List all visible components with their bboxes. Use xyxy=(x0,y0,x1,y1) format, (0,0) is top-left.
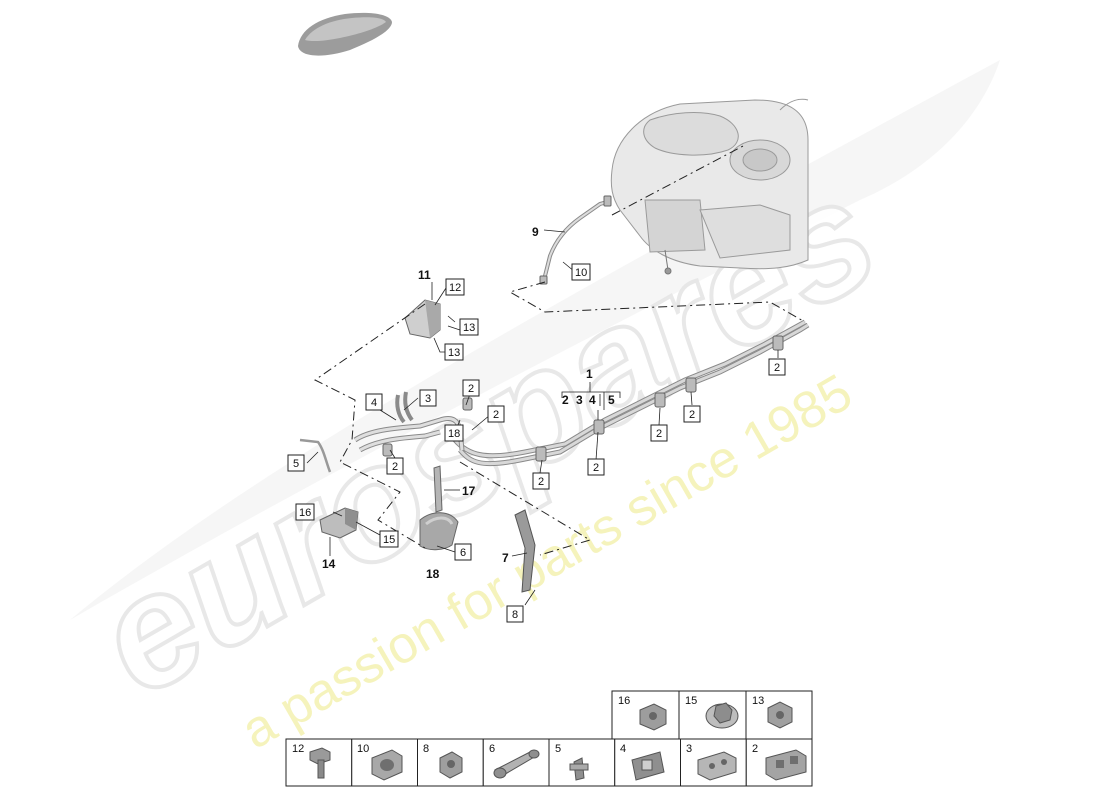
leader-lines xyxy=(306,229,779,606)
svg-text:2: 2 xyxy=(593,462,599,474)
callouts: 1 2 3 4 5 9 11 14 17 18 7 10 12 13 13 4 xyxy=(287,225,786,623)
bracket-11 xyxy=(404,299,441,339)
line-clips xyxy=(382,195,784,462)
box-callout-2-d[interactable]: 2 xyxy=(532,472,550,490)
svg-text:3: 3 xyxy=(425,393,431,405)
svg-text:10: 10 xyxy=(357,743,369,755)
reference-lines xyxy=(314,144,806,556)
svg-text:2: 2 xyxy=(392,461,398,473)
svg-text:16: 16 xyxy=(618,695,630,707)
svg-text:10: 10 xyxy=(575,267,587,279)
callout-17[interactable]: 17 xyxy=(462,484,476,498)
bracket-7 xyxy=(514,509,536,593)
svg-text:18: 18 xyxy=(448,428,460,440)
box-callout-2-e[interactable]: 2 xyxy=(587,458,605,476)
box-callout-10[interactable]: 10 xyxy=(571,263,591,281)
parts-cell-4[interactable]: 4 xyxy=(614,738,681,787)
callout-11[interactable]: 11 xyxy=(418,268,431,282)
svg-text:4: 4 xyxy=(620,743,626,755)
parts-cell-2[interactable]: 2 xyxy=(745,738,813,787)
svg-text:2: 2 xyxy=(468,383,474,395)
parts-cell-13[interactable]: 13 xyxy=(745,690,813,740)
parts-cell-3[interactable]: 3 xyxy=(680,738,747,787)
box-callout-2-c[interactable]: 2 xyxy=(386,457,404,475)
parts-table: 16 15 13 12 10 xyxy=(285,690,813,787)
car-icon xyxy=(298,12,392,56)
hose-17 xyxy=(433,465,443,513)
callout-group-4[interactable]: 4 xyxy=(589,393,596,407)
parts-cell-15[interactable]: 15 xyxy=(678,690,747,740)
callout-group-3[interactable]: 3 xyxy=(576,393,583,407)
svg-text:13: 13 xyxy=(752,695,764,707)
svg-text:2: 2 xyxy=(689,409,695,421)
callout-group-5[interactable]: 5 xyxy=(608,393,615,407)
fuel-tank xyxy=(610,98,809,275)
box-callout-2-h[interactable]: 2 xyxy=(768,358,786,376)
svg-text:13: 13 xyxy=(463,322,475,334)
svg-text:5: 5 xyxy=(293,458,299,470)
box-callout-13a[interactable]: 13 xyxy=(459,318,479,336)
svg-text:13: 13 xyxy=(448,347,460,359)
svg-text:5: 5 xyxy=(555,743,561,755)
box-callout-16[interactable]: 16 xyxy=(295,503,315,521)
callout-18-bold[interactable]: 18 xyxy=(426,567,440,581)
bracket-14 xyxy=(319,507,359,539)
parts-cell-10[interactable]: 10 xyxy=(351,738,418,787)
box-callout-2-g[interactable]: 2 xyxy=(683,405,701,423)
box-callout-13b[interactable]: 13 xyxy=(444,343,464,361)
svg-text:4: 4 xyxy=(371,397,377,409)
svg-text:15: 15 xyxy=(383,534,395,546)
callout-group-2[interactable]: 2 xyxy=(562,393,569,407)
svg-text:6: 6 xyxy=(460,547,466,559)
svg-text:15: 15 xyxy=(685,695,697,707)
box-callout-2-b[interactable]: 2 xyxy=(487,405,505,423)
box-callout-2-a[interactable]: 2 xyxy=(462,379,480,397)
svg-text:2: 2 xyxy=(656,428,662,440)
svg-text:8: 8 xyxy=(423,743,429,755)
parts-cell-12[interactable]: 12 xyxy=(285,738,353,787)
svg-text:16: 16 xyxy=(299,507,311,519)
box-callout-2-f[interactable]: 2 xyxy=(650,424,668,442)
watermark: eurospares a passion for parts since 198… xyxy=(66,60,1000,760)
svg-text:2: 2 xyxy=(774,362,780,374)
svg-text:2: 2 xyxy=(538,476,544,488)
parts-cell-16[interactable]: 16 xyxy=(611,690,680,740)
box-callout-4[interactable]: 4 xyxy=(365,393,383,411)
sleeve-18 xyxy=(419,512,459,551)
callout-9[interactable]: 9 xyxy=(532,225,539,239)
box-callout-5[interactable]: 5 xyxy=(287,454,305,472)
svg-text:6: 6 xyxy=(489,743,495,755)
callout-7[interactable]: 7 xyxy=(502,551,509,565)
callout-14[interactable]: 14 xyxy=(322,557,336,571)
box-callout-8[interactable]: 8 xyxy=(506,605,524,623)
svg-text:2: 2 xyxy=(493,409,499,421)
box-callout-6[interactable]: 6 xyxy=(454,543,472,561)
callout-1[interactable]: 1 xyxy=(586,367,593,381)
box-callout-18[interactable]: 18 xyxy=(444,424,464,442)
svg-text:12: 12 xyxy=(449,282,461,294)
parts-cell-8[interactable]: 8 xyxy=(417,738,484,787)
box-callout-12[interactable]: 12 xyxy=(445,278,465,296)
parts-cell-5[interactable]: 5 xyxy=(548,738,616,787)
parts-cell-6[interactable]: 6 xyxy=(482,738,550,787)
box-callout-3[interactable]: 3 xyxy=(419,389,437,407)
svg-text:3: 3 xyxy=(686,743,692,755)
svg-text:2: 2 xyxy=(752,743,758,755)
svg-text:12: 12 xyxy=(292,743,304,755)
box-callout-15[interactable]: 15 xyxy=(379,530,399,548)
svg-text:8: 8 xyxy=(512,609,518,621)
